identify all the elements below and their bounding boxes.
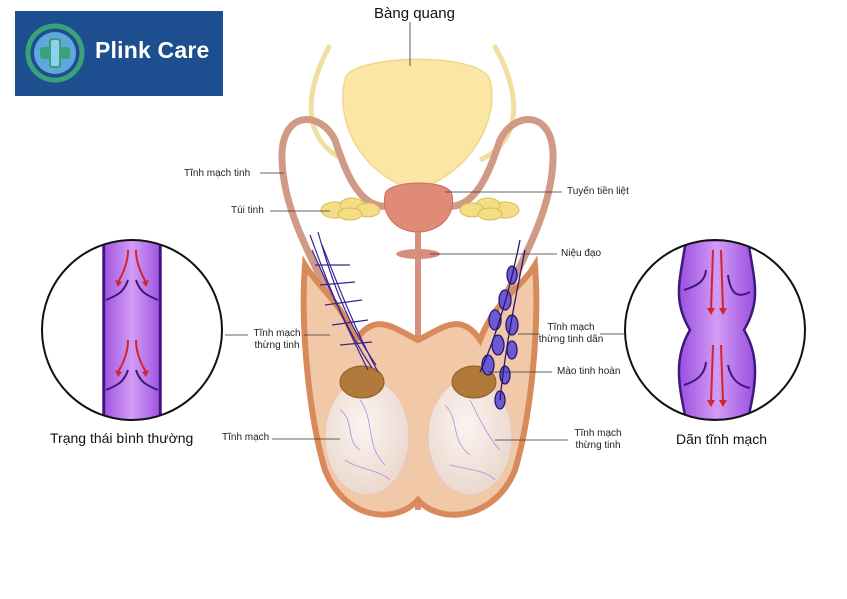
label-pampiniform-left: Tĩnh mạch thừng tinh [251,328,303,352]
label-dilated-plexus: Tĩnh mạch thừng tinh dãn [535,322,607,346]
left-seminal-vesicle [320,197,381,221]
right-seminal-vesicle [459,197,520,221]
label-bladder: Bàng quang [374,5,455,22]
label-dilated-line2: thừng tinh dãn [538,334,604,345]
brand-logo: Plink Care [15,11,223,96]
left-spermatic-vein [278,116,396,372]
medical-cross-icon [25,23,85,83]
leader-lines [225,22,625,441]
right-spermatic-vein [439,116,557,372]
prostate-shape [383,182,454,233]
label-vein: Tĩnh mạch [222,432,270,443]
label-pampiniform-left-line2: thừng tinh [254,340,300,351]
label-epididymis: Mào tinh hoàn [557,366,621,377]
left-epididymis [339,365,385,399]
label-dilated-line1: Tĩnh mạch [547,322,595,333]
label-urethra: Niệu đạo [561,248,602,259]
normal-vein-inset [41,239,223,421]
label-cord-vein-line2: thừng tinh [575,440,621,451]
label-cord-vein: Tĩnh mạch thừng tinh [570,428,626,452]
testis-veins [339,399,501,481]
urethra-bulb [396,249,440,259]
left-pampiniform-plexus [309,231,379,373]
dilated-vein-inset [624,239,806,421]
label-prostate: Tuyến tiền liệt [567,186,629,197]
caption-varicocele: Dãn tĩnh mạch [676,431,768,447]
label-spermatic-vein: Tĩnh mạch tinh [184,168,251,179]
label-seminal-vesicle: Túi tinh [231,205,264,216]
label-pampiniform-left-line1: Tĩnh mạch [253,328,301,339]
left-ureter [308,43,347,163]
caption-normal: Trạng thái bình thường [50,430,194,446]
right-dilated-plexus [479,239,526,410]
bladder-shape [342,58,493,191]
label-cord-vein-line1: Tĩnh mạch [574,428,622,439]
brand-name: Plink Care [95,37,210,63]
